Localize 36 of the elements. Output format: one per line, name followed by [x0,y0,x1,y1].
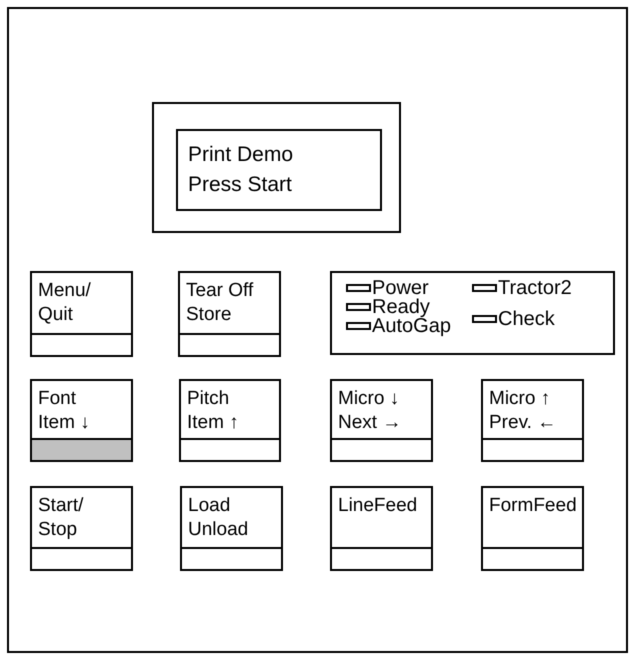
key-label: Font [38,387,78,411]
indicator-label: Tractor2 [498,277,572,299]
key-label: Tear Off [186,279,254,303]
display-screen [176,129,382,211]
key-button [30,486,133,571]
key-label: Next → [338,411,402,435]
control-panel [7,7,628,653]
indicator-label: Ready [372,296,430,318]
key-label: Micro ↑ [489,387,552,411]
key-button [178,271,281,357]
key-label: Start/ Stop [38,494,84,542]
display-text: Press Start [188,172,293,198]
key-button [180,486,283,571]
key-button [30,271,133,357]
key-label: Load [188,494,232,518]
key-label: Pitch [187,387,230,411]
key-label: Prev. ← [489,411,558,435]
display-text: Print Demo [188,142,294,168]
display-frame [152,102,401,233]
indicator-panel [330,271,615,355]
key-button [481,486,584,571]
key-label: FormFeed [489,494,578,518]
key-button [179,379,281,462]
key-label: Micro ↓ [338,387,400,411]
key-button [481,379,584,462]
key-button [330,379,433,462]
key-label: Item ↓ [38,411,91,435]
key-button [330,486,433,571]
key-button [30,379,133,462]
key-label: Menu/ Quit [38,279,92,327]
key-label: Item ↑ [187,411,240,435]
key-label: LineFeed [338,494,418,518]
indicator-label: Check [498,308,555,330]
key-label: Unload [188,518,250,542]
key-label: Store [186,303,232,327]
indicator-label: Power [372,277,429,299]
